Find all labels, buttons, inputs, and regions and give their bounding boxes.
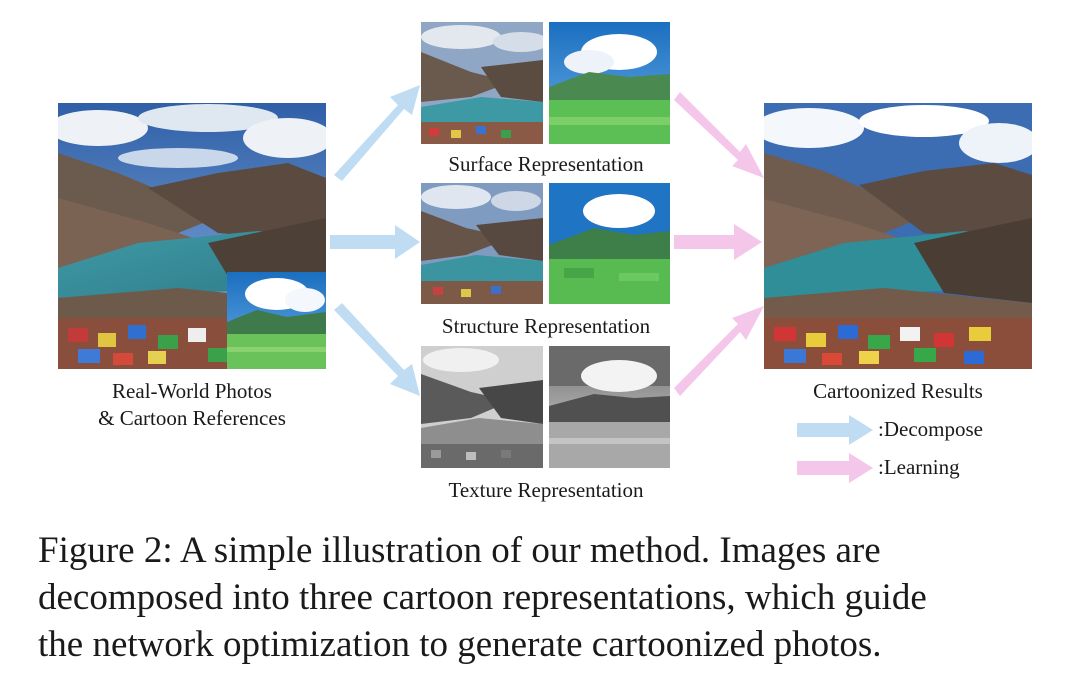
decompose-arrow-up xyxy=(334,85,420,181)
texture-photo xyxy=(421,346,543,468)
output-label: Cartoonized Results xyxy=(813,379,983,403)
learning-arrow-middle xyxy=(674,224,762,260)
decompose-arrow-middle xyxy=(330,225,420,259)
structure-label: Structure Representation xyxy=(441,314,651,338)
caption-line-1: Figure 2: A simple illustration of our m… xyxy=(38,530,881,571)
structure-photo xyxy=(421,183,543,304)
legend-decompose-arrow xyxy=(797,415,873,445)
surface-label: Surface Representation xyxy=(448,152,644,176)
legend-decompose-label: :Decompose xyxy=(878,417,983,441)
texture-label: Texture Representation xyxy=(448,478,644,502)
surface-photo xyxy=(421,22,543,144)
legend-learning-label: :Learning xyxy=(878,455,960,479)
cartoonized-result xyxy=(764,103,1032,369)
legend-learning-arrow xyxy=(797,453,873,483)
learning-arrow-top xyxy=(674,92,764,178)
caption-line-3: the network optimization to generate car… xyxy=(38,624,882,665)
learning-arrow-bottom xyxy=(674,306,764,396)
decompose-arrows xyxy=(330,85,420,396)
learning-arrows xyxy=(674,92,764,396)
surface-cartoon xyxy=(549,22,670,144)
structure-cartoon xyxy=(549,183,670,304)
figure-caption: Figure 2: A simple illustration of our m… xyxy=(38,527,1048,668)
decompose-arrow-down xyxy=(334,303,420,396)
cartoon-reference-inset xyxy=(227,272,326,369)
texture-cartoon xyxy=(549,346,670,468)
input-label-line2: & Cartoon References xyxy=(98,406,286,430)
input-label-line1: Real-World Photos xyxy=(112,379,272,403)
caption-line-2: decomposed into three cartoon representa… xyxy=(38,577,927,618)
